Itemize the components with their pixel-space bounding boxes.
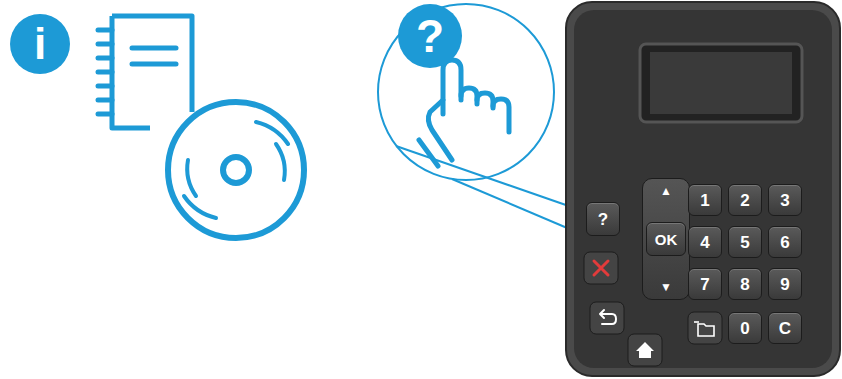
folder-key bbox=[688, 312, 722, 344]
key-label: 4 bbox=[700, 234, 709, 251]
home-key bbox=[628, 334, 662, 366]
key-label: 8 bbox=[740, 276, 749, 293]
key-label: ▲ bbox=[660, 185, 672, 197]
keypad-key: 9 bbox=[768, 268, 802, 300]
keypad-key: 6 bbox=[768, 226, 802, 258]
keypad-key: ? bbox=[586, 202, 620, 236]
document-icon bbox=[98, 16, 192, 128]
key-label: 0 bbox=[740, 320, 749, 337]
keypad-key: 7 bbox=[688, 268, 722, 300]
key-label: C bbox=[779, 320, 791, 337]
keypad-key: OK bbox=[646, 222, 686, 256]
pointing-hand bbox=[419, 60, 509, 166]
key-label: 2 bbox=[740, 192, 749, 209]
keypad-key: 1 bbox=[688, 184, 722, 216]
control-panel bbox=[566, 2, 840, 376]
key-label: 1 bbox=[700, 192, 709, 209]
callout-circle bbox=[378, 4, 586, 236]
key-label: 5 bbox=[740, 234, 749, 251]
keypad-key: 8 bbox=[728, 268, 762, 300]
keypad-key: 2 bbox=[728, 184, 762, 216]
key-label: ? bbox=[598, 211, 608, 228]
keypad-key: 0 bbox=[728, 312, 762, 344]
symbol-glyph: i bbox=[34, 22, 46, 66]
navigation-pad: ▲ ▼ OK bbox=[642, 178, 690, 300]
symbol-badge: i bbox=[10, 14, 70, 74]
cancel-key bbox=[584, 252, 618, 284]
key-label: ▼ bbox=[660, 281, 672, 293]
key-label: 9 bbox=[780, 276, 789, 293]
keypad-key: 4 bbox=[688, 226, 722, 258]
keypad-key: C bbox=[768, 312, 802, 344]
symbol-badge: ? bbox=[398, 4, 462, 68]
cd-icon bbox=[168, 102, 304, 238]
back-key bbox=[590, 302, 624, 334]
key-label: 7 bbox=[700, 276, 709, 293]
symbol-glyph: ? bbox=[416, 13, 444, 59]
keypad-key: 5 bbox=[728, 226, 762, 258]
key-label: 6 bbox=[780, 234, 789, 251]
keypad-key: 3 bbox=[768, 184, 802, 216]
key-label: 3 bbox=[780, 192, 789, 209]
key-label: OK bbox=[655, 232, 678, 247]
